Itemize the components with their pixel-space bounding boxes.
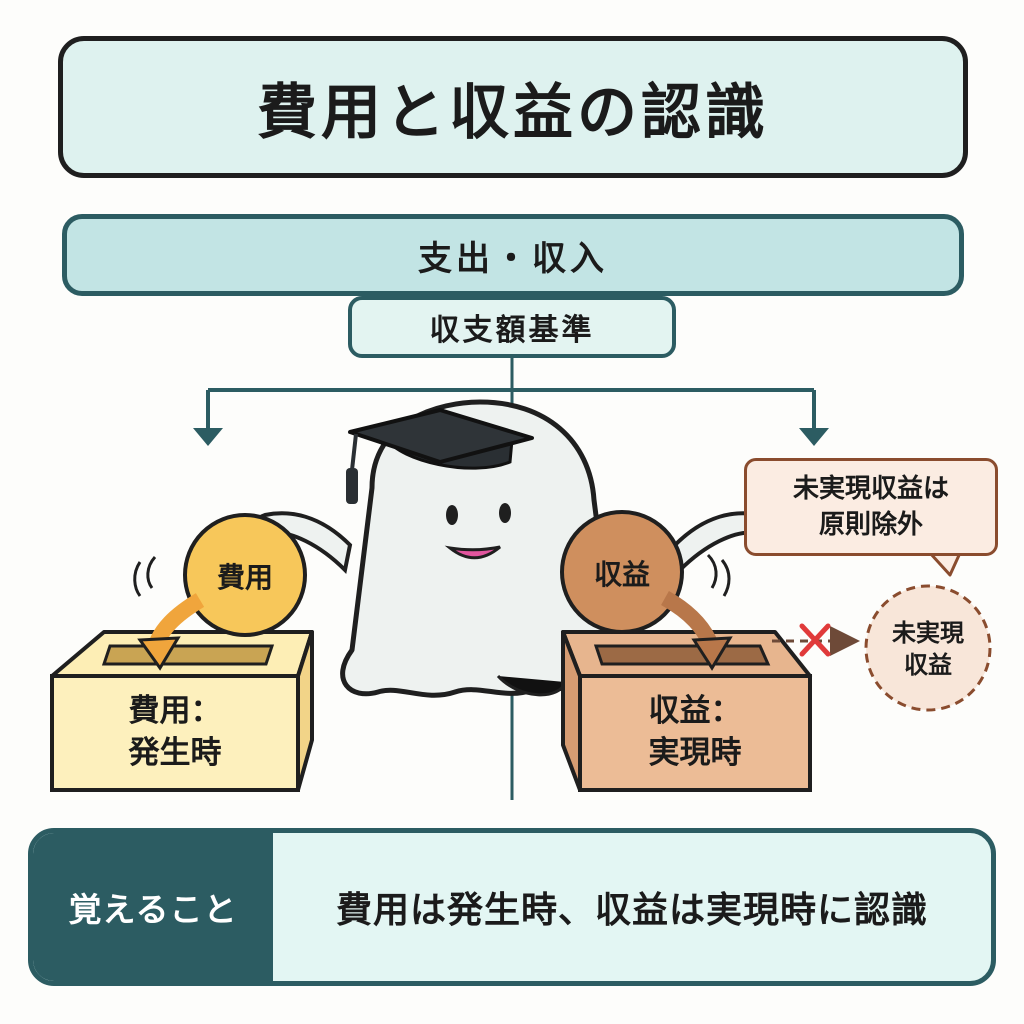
cross-icon — [799, 623, 831, 657]
revenue-motion-lines — [706, 553, 731, 597]
revenue-box-label: 収益： 実現時 — [585, 690, 805, 774]
revenue-coin-icon — [560, 510, 684, 634]
expense-coin-label: 費用 — [216, 561, 273, 594]
bubble-line1: 未実現収益は — [792, 474, 949, 504]
bubble-line2: 原則除外 — [818, 510, 923, 540]
expense-box-line1: 費用： — [128, 693, 222, 729]
expense-box-label: 費用： 発生時 — [65, 690, 285, 774]
expense-motion-lines — [133, 555, 157, 597]
memo-heading: 覚えること — [33, 833, 273, 981]
expenditure-income-bar: 支出・収入 — [62, 214, 964, 296]
revenue-box-line1: 収益： — [648, 693, 742, 729]
left-arrowhead — [193, 428, 223, 446]
memo-text: 費用は発生時、収益は実現時に認識 — [335, 890, 928, 931]
right-arrowhead — [799, 428, 829, 446]
unrealized-line2: 収益 — [904, 651, 952, 679]
expense-coin-icon — [183, 513, 307, 637]
memo-panel: 覚えること 費用は発生時、収益は実現時に認識 — [28, 828, 996, 986]
unrealized-line1: 未実現 — [892, 619, 964, 647]
branch-connector-arrows — [206, 388, 816, 432]
cash-basis-label: 収支額基準 — [348, 296, 676, 358]
speech-bubble: 未実現収益は 原則除外 — [744, 458, 998, 556]
expense-box — [50, 630, 314, 792]
expense-box-line2: 発生時 — [128, 735, 222, 771]
unrealized-revenue-circle — [864, 584, 992, 712]
unrealized-revenue-label: 未実現 収益 — [878, 617, 978, 681]
bubble-tail — [928, 551, 962, 577]
revenue-coin-label: 収益 — [593, 558, 650, 591]
page-title: 費用と収益の認識 — [58, 36, 968, 178]
graduation-cap-icon — [346, 408, 534, 504]
revenue-box-line2: 実現時 — [648, 735, 742, 771]
